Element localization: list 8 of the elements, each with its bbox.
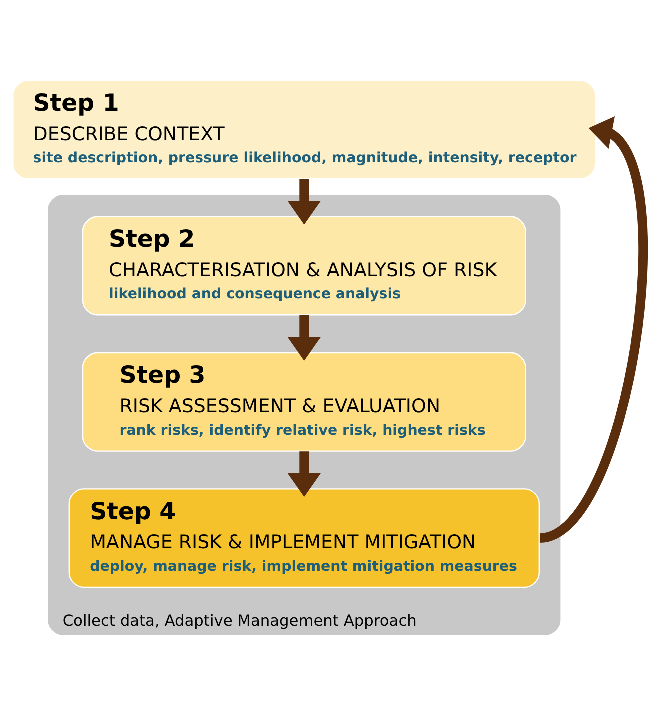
node-box: Step 4 MANAGE RISK & IMPLEMENT MITIGATION deploy, manage risk, implement mitigation measures <box>68 488 540 588</box>
node-box: Step 2 CHARACTERISATION & ANALYSIS OF RISK likelihood and consequence analysis <box>82 216 526 316</box>
node-box: Step 1 DESCRIBE CONTEXT site description, pressure likelihood, magnitude, intensity, receptor <box>12 80 596 180</box>
arrow <box>288 179 321 225</box>
node-box: Step 3 RISK ASSESSMENT & EVALUATION rank risks, identify relative risk, highest risks <box>82 352 526 452</box>
arrow <box>288 316 321 361</box>
arrow <box>538 116 648 543</box>
arrow <box>288 452 321 498</box>
